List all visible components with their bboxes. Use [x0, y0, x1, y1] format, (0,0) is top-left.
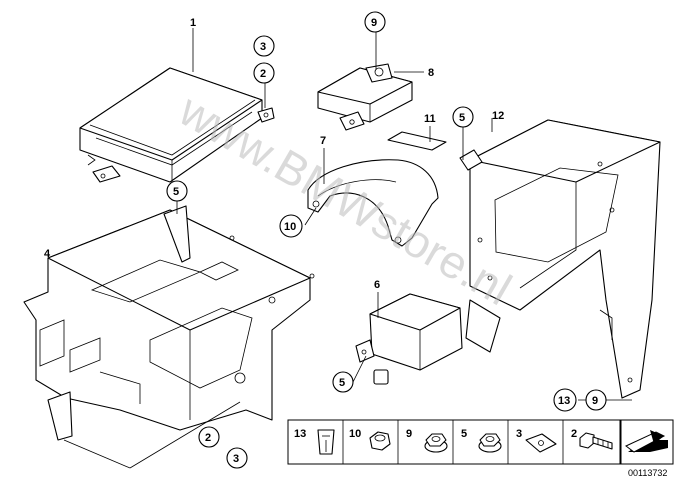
callout-1: 1	[190, 17, 196, 29]
legend-number: 10	[349, 428, 361, 440]
clip-nut-icon	[317, 429, 335, 455]
callout-13: 13	[558, 395, 570, 407]
cable-bracket-part-7	[307, 159, 439, 247]
callout-5-circle-c	[332, 371, 354, 393]
callout-12: 12	[492, 110, 504, 122]
legend-number: 2	[571, 428, 577, 440]
arrow-icon	[620, 419, 674, 465]
flange-nut-icon	[424, 433, 448, 453]
legend-number: 9	[406, 428, 412, 440]
receiver-part-6	[355, 293, 463, 385]
callout-11: 11	[424, 113, 436, 125]
hex-bolt-icon	[579, 432, 613, 450]
callout-5-b: 5	[173, 186, 179, 198]
callout-7: 7	[320, 135, 326, 147]
callout-5-circle-a	[452, 106, 474, 128]
flange-nut-icon	[478, 433, 502, 453]
callout-6: 6	[374, 279, 380, 291]
callout-9-circle-b	[585, 389, 607, 411]
callout-3-b: 3	[233, 453, 239, 465]
callout-2-b: 2	[205, 432, 211, 444]
callout-9-circle	[364, 11, 386, 33]
control-unit-part-1	[79, 67, 275, 183]
callout-3-circle	[253, 35, 275, 57]
pad-part-11	[387, 131, 447, 151]
callout-3: 3	[260, 41, 266, 53]
callout-4: 4	[44, 248, 51, 260]
callout-2-circle-b	[198, 426, 220, 448]
callout-2: 2	[260, 68, 266, 80]
callout-10-circle	[279, 214, 303, 238]
hex-nut-icon	[369, 431, 391, 451]
callout-5-a: 5	[459, 112, 465, 124]
carrier-part-4	[23, 205, 315, 441]
callout-9-b: 9	[592, 395, 598, 407]
legend-number: 13	[294, 428, 306, 440]
callout-2-circle	[253, 62, 275, 84]
callouts: 1 3 2 9 8 11 5 12 7 10 5 4 6 5 13 9 2 3	[44, 11, 607, 469]
legend-number: 3	[516, 428, 522, 440]
reference-number: 00113732	[628, 468, 667, 478]
callout-3-circle-b	[226, 447, 248, 469]
callout-5-circle-b	[166, 180, 188, 202]
callout-8: 8	[428, 67, 434, 79]
callout-9: 9	[371, 17, 377, 29]
callout-10: 10	[284, 221, 296, 233]
callout-5-c: 5	[339, 377, 345, 389]
module-part-8	[317, 63, 413, 131]
bracket-part-12	[459, 119, 661, 399]
callout-13-circle	[553, 388, 577, 412]
legend-number: 5	[461, 428, 467, 440]
spring-nut-icon	[525, 433, 557, 453]
hardware-legend: 13 10 9 5 3 2	[287, 419, 621, 465]
